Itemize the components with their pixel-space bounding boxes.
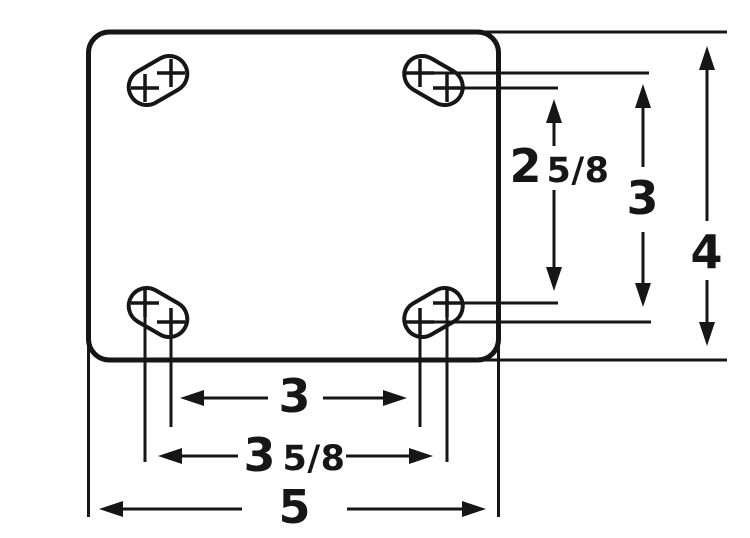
slot-hole-bottom-left <box>126 286 190 339</box>
dimension-plate-height-4: 4 <box>690 46 723 346</box>
dimension-plate-width-5: 5 <box>99 480 486 534</box>
dimension-horizontal-outer-3-5-8: 3 5/8 <box>158 428 433 482</box>
arrowhead-up <box>546 99 562 123</box>
extension-lines <box>87 30 727 517</box>
arrowhead-right <box>383 390 407 406</box>
arrowhead-down <box>546 267 562 291</box>
dim-label-2-5-8-frac: 5/8 <box>547 151 610 191</box>
slot-hole-bottom-right <box>402 286 465 339</box>
slot-hole-top-left <box>126 54 190 107</box>
bolt-center-crosses <box>131 59 461 336</box>
arrowhead-left <box>99 501 123 517</box>
arrowhead-up <box>699 46 715 70</box>
dim-label-3-vertical: 3 <box>626 171 659 225</box>
arrowhead-left <box>158 448 182 464</box>
arrowhead-left <box>180 390 204 406</box>
dim-label-3-horizontal: 3 <box>278 369 311 423</box>
arrowhead-down <box>699 322 715 346</box>
bolt-cross-top-left-inner <box>157 59 185 87</box>
arrowhead-up <box>635 84 651 108</box>
plate-outline <box>86 29 501 363</box>
dimension-vertical-inner-3: 3 <box>626 84 659 307</box>
dim-label-2-5-8-whole: 2 <box>509 139 542 193</box>
dim-label-4: 4 <box>690 225 723 279</box>
bolt-cross-top-left-outer <box>131 74 159 102</box>
arrowhead-right <box>409 448 433 464</box>
slot-holes <box>126 54 465 339</box>
dimension-horizontal-inner-3: 3 <box>180 369 407 423</box>
dim-label-5: 5 <box>278 480 311 534</box>
arrowhead-right <box>462 501 486 517</box>
arrowhead-down <box>635 283 651 307</box>
slot-hole-top-right <box>402 54 465 107</box>
dim-label-3-5-8-frac: 5/8 <box>283 439 346 479</box>
dimension-vertical-outer-2-5-8: 2 5/8 <box>509 99 609 291</box>
dim-label-3-5-8-whole: 3 <box>243 428 276 482</box>
